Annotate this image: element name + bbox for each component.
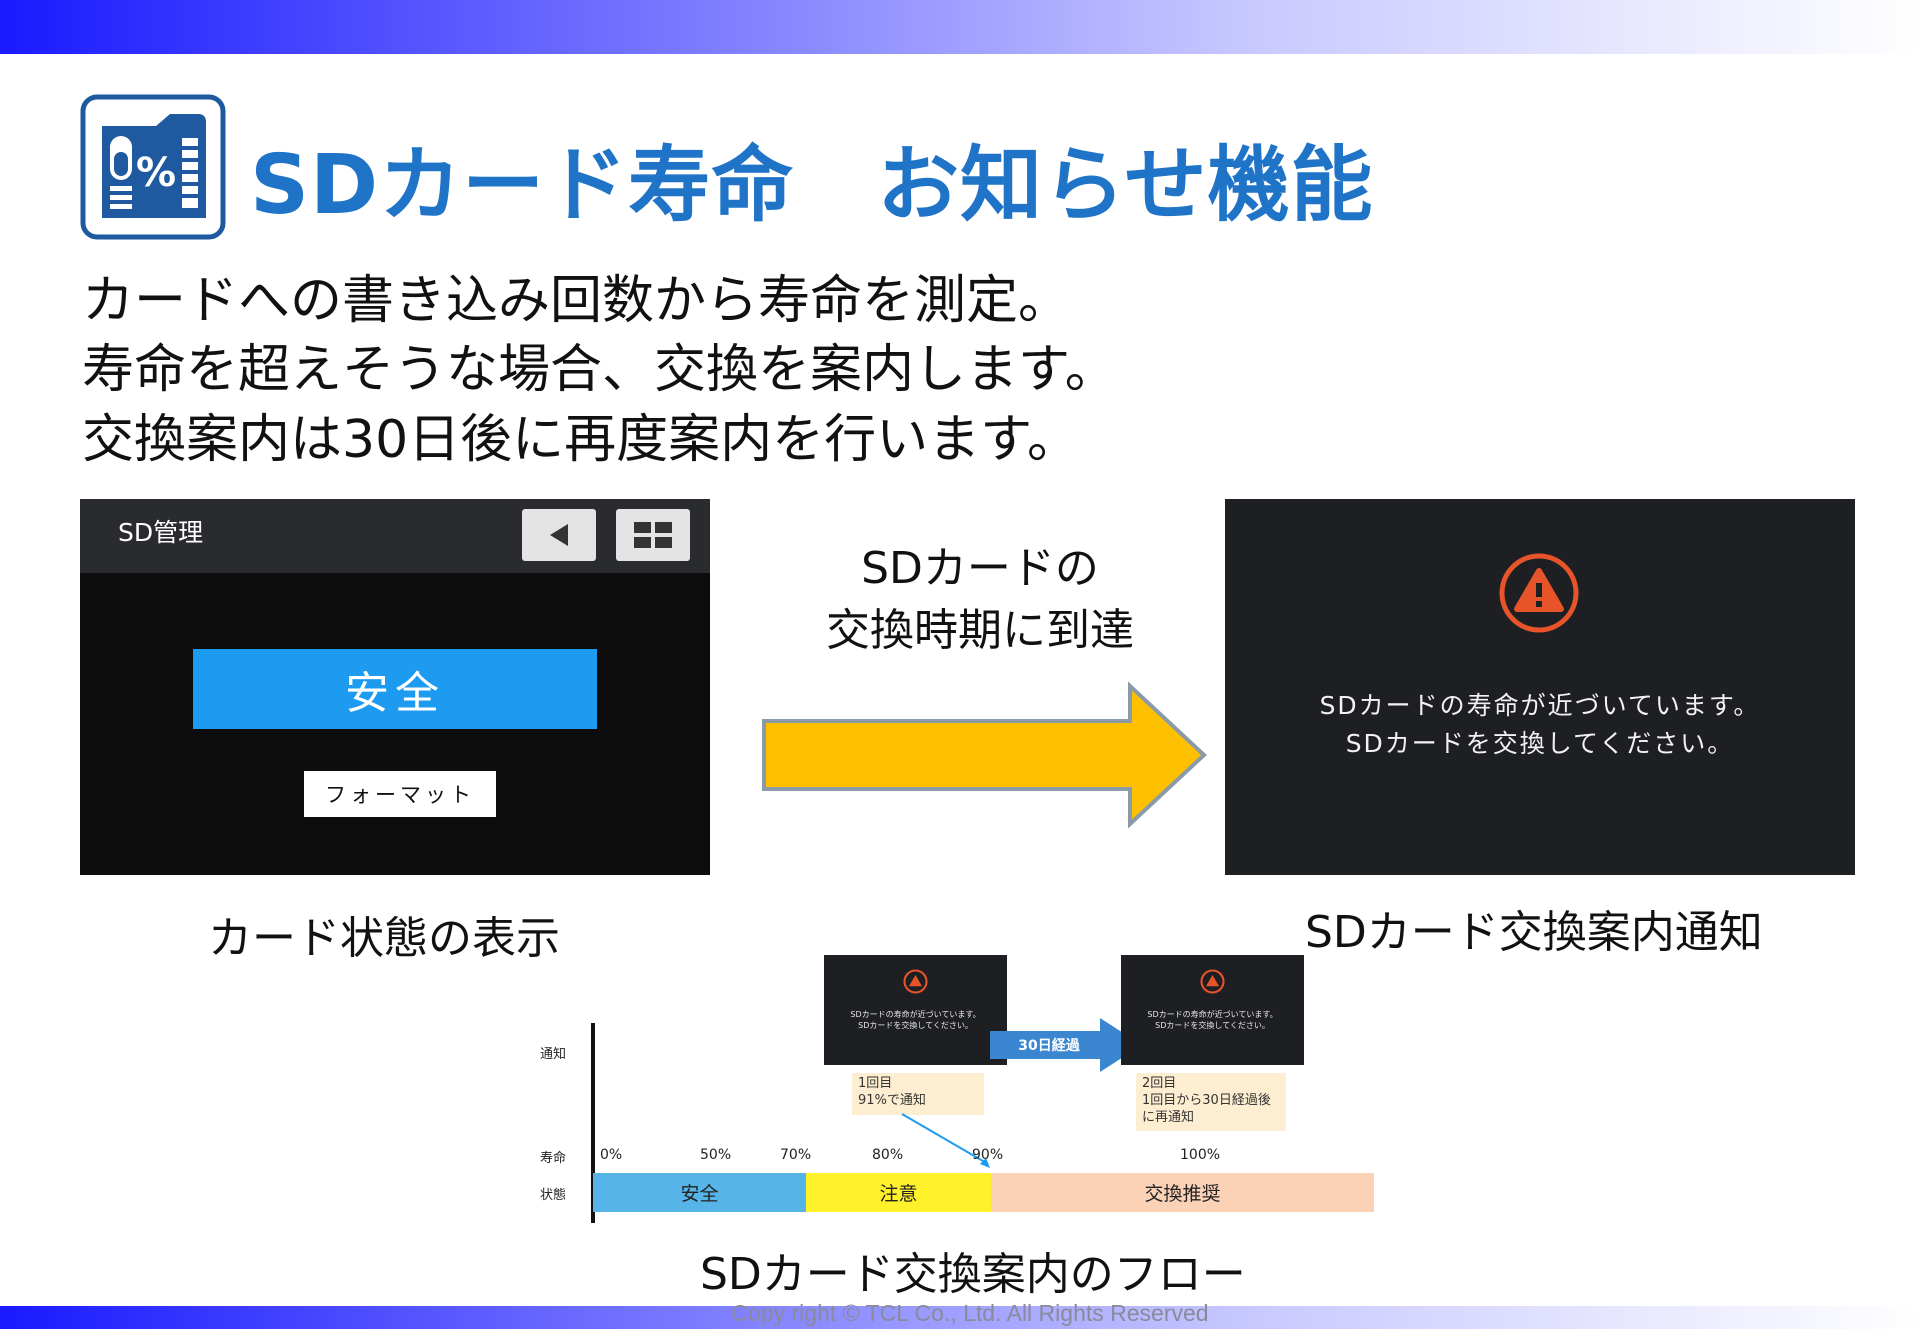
notice-pointer-line [901, 1113, 990, 1168]
row-label-life: 寿命 [540, 1151, 567, 1166]
mini-notice-2: SDカードの寿命が近づいています。 SDカードを交換してください。 [1121, 955, 1304, 1065]
note2-line-3: に再通知 [1142, 1110, 1195, 1125]
replacement-notice-screen: SDカードの寿命が近づいています。 SDカードを交換してください。 [1225, 499, 1855, 875]
note1-line-1: 1回目 [858, 1076, 893, 1091]
top-banner [0, 0, 1920, 54]
mini-notice-text: SDカードの寿命が近づいています。 SDカードを交換してください。 [824, 1009, 1007, 1031]
note1-line-2: 91%で通知 [858, 1093, 926, 1108]
pct-90: 90% [972, 1147, 1004, 1163]
mini-line-2: SDカードを交換してください。 [858, 1021, 973, 1030]
thirty-day-arrow-icon [990, 1018, 1142, 1072]
mini-line-1: SDカードの寿命が近づいています。 [1147, 1010, 1278, 1019]
transition-line-2: 交換時期に到達 [826, 605, 1134, 656]
pct-0: 0% [600, 1147, 623, 1163]
warning-line-1: SDカードの寿命が近づいています。 [1319, 691, 1761, 720]
transition-line-1: SDカードの [861, 543, 1099, 594]
pct-100: 100% [1180, 1147, 1221, 1163]
page-title: SDカード寿命 お知らせ機能 [250, 138, 1374, 233]
mini-notice-text: SDカードの寿命が近づいています。 SDカードを交換してください。 [1121, 1009, 1304, 1031]
svg-text:%: % [136, 150, 176, 196]
back-triangle-icon [550, 524, 568, 546]
grid-menu-icon [634, 522, 672, 548]
description-line-2: 寿命を超えそうな場合、交換を案内します。 [82, 340, 1117, 400]
flow-caption: SDカード交換案内のフロー [700, 1249, 1246, 1300]
pct-80: 80% [872, 1147, 904, 1163]
card-status-caption: カード状態の表示 [208, 913, 560, 964]
transition-label: SDカードの 交換時期に到達 [760, 538, 1200, 662]
warning-message: SDカードの寿命が近づいています。 SDカードを交換してください。 [1225, 687, 1855, 763]
sd-card-percent-icon: % [80, 94, 226, 240]
description-line-1: カードへの書き込み回数から寿命を測定。 [82, 271, 1071, 331]
state-replace-recommended: 交換推奨 [991, 1173, 1374, 1212]
back-button[interactable] [522, 509, 596, 561]
screen-title: SD管理 [118, 518, 204, 547]
right-arrow-icon [762, 681, 1207, 829]
note2-line-2: 1回目から30日経過後 [1142, 1093, 1271, 1108]
flow-axis [591, 1023, 595, 1223]
thirty-day-label: 30日経過 [1018, 1038, 1080, 1054]
pct-50: 50% [700, 1147, 732, 1163]
mini-line-1: SDカードの寿命が近づいています。 [850, 1010, 981, 1019]
warning-icon [903, 969, 928, 994]
status-safe-button[interactable]: 安全 [193, 649, 597, 729]
bottom-banner [0, 1306, 1920, 1329]
format-button[interactable]: フォーマット [304, 771, 496, 817]
grid-menu-button[interactable] [616, 509, 690, 561]
copyright-notice: Copy right © TCL Co., Ltd. All Rights Re… [731, 1300, 1209, 1326]
second-notice-note: 2回目 1回目から30日経過後 に再通知 [1136, 1073, 1286, 1131]
sd-management-screen: SD管理 安全 フォーマット [80, 499, 710, 875]
row-label-notify: 通知 [540, 1047, 567, 1062]
mini-notice-1: SDカードの寿命が近づいています。 SDカードを交換してください。 [824, 955, 1007, 1065]
notice-caption: SDカード交換案内通知 [1305, 907, 1763, 958]
warning-line-2: SDカードを交換してください。 [1345, 729, 1735, 758]
screen-header: SD管理 [80, 499, 710, 573]
mini-line-2: SDカードを交換してください。 [1155, 1021, 1270, 1030]
state-safe: 安全 [593, 1173, 806, 1212]
state-caution: 注意 [806, 1173, 991, 1212]
description-line-3: 交換案内は30日後に再度案内を行います。 [82, 410, 1079, 470]
note2-line-1: 2回目 [1142, 1076, 1177, 1091]
row-label-state: 状態 [540, 1188, 567, 1203]
warning-icon [1200, 969, 1225, 994]
first-notice-note: 1回目 91%で通知 [852, 1073, 984, 1115]
warning-icon [1499, 553, 1579, 633]
pct-70: 70% [780, 1147, 812, 1163]
